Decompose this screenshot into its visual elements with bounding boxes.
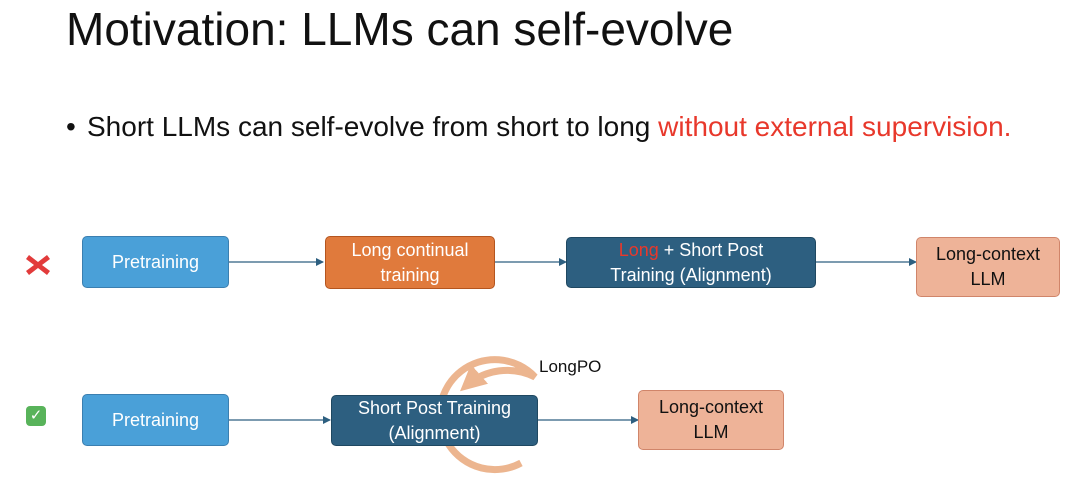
longpo-label: LongPO bbox=[539, 357, 602, 376]
row2-pretraining-label: Pretraining bbox=[111, 409, 200, 430]
row1-post-training-long-highlight: Long bbox=[618, 239, 659, 260]
row1-post-training-line2: Training (Alignment) bbox=[610, 264, 772, 285]
row1-post-training-line1: Long + Short Post bbox=[610, 238, 771, 263]
bullet-text-plain: Short LLMs can self-evolve from short to… bbox=[87, 111, 659, 142]
row1-long-continual-training-box: Long continual training bbox=[325, 236, 495, 289]
row2-pretraining-box: Pretraining bbox=[82, 394, 229, 446]
row1-llm-line1: Long-context bbox=[935, 244, 1041, 264]
check-mark-icon: ✓ bbox=[26, 406, 46, 426]
row1-post-training-line1-rest: + Short Post bbox=[658, 239, 764, 260]
row1-pretraining-box: Pretraining bbox=[82, 236, 229, 288]
longpo-loop-arrow bbox=[436, 356, 538, 474]
bullet-marker: • bbox=[66, 111, 76, 142]
row1-llm-line2: LLM bbox=[970, 269, 1006, 289]
bullet-point: • Short LLMs can self-evolve from short … bbox=[66, 108, 1016, 146]
bullet-text-highlight: without external supervision. bbox=[658, 111, 1012, 142]
row2-llm-line2: LLM bbox=[693, 422, 729, 442]
row2-long-context-llm-box: Long-context LLM bbox=[638, 390, 784, 450]
row1-long-continual-line2: training bbox=[380, 264, 440, 285]
row1-pretraining-label: Pretraining bbox=[111, 251, 200, 272]
row2-short-post-line1: Short Post Training bbox=[357, 397, 512, 418]
row1-long-context-llm-box: Long-context LLM bbox=[916, 237, 1060, 297]
row2-llm-line1: Long-context bbox=[658, 397, 764, 417]
row2-short-post-training-box: Short Post Training (Alignment) bbox=[331, 395, 538, 446]
row1-post-training-box: Long + Short Post Training (Alignment) bbox=[566, 237, 816, 288]
row2-short-post-line2: (Alignment) bbox=[388, 422, 481, 443]
bullet-text: Short LLMs can self-evolve from short to… bbox=[66, 108, 1016, 146]
cross-mark-icon bbox=[26, 255, 50, 275]
page-title: Motivation: LLMs can self-evolve bbox=[66, 3, 734, 55]
row1-long-continual-line1: Long continual bbox=[351, 239, 469, 260]
